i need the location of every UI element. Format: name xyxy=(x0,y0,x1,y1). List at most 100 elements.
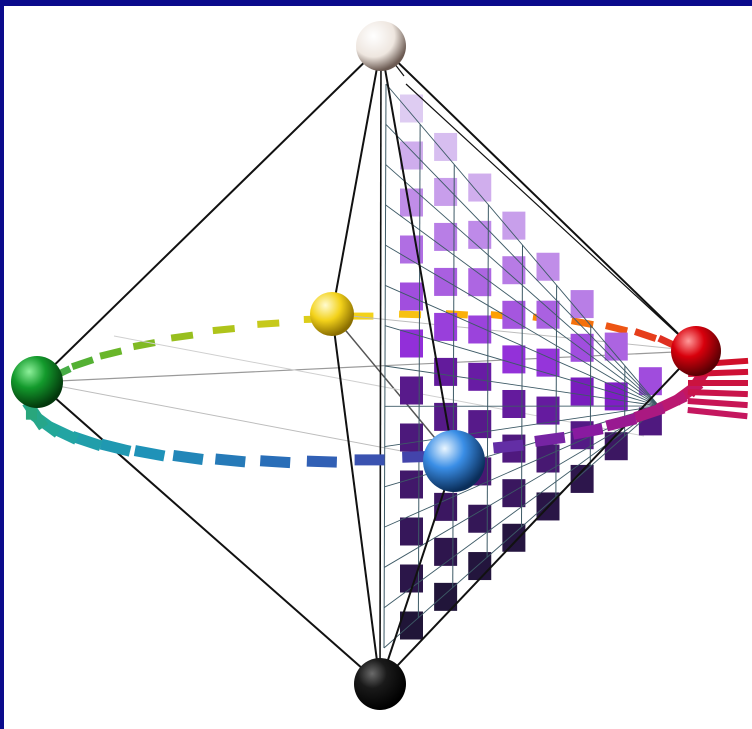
edge-grid-red xyxy=(405,83,697,352)
hue-chip xyxy=(70,431,103,452)
grid-line-radial xyxy=(385,325,660,407)
yellow-red-line xyxy=(331,313,697,352)
hue-chip xyxy=(492,439,524,454)
hue-chip xyxy=(351,312,374,320)
edge-white-green xyxy=(36,45,382,383)
cross-section-chip xyxy=(502,211,526,240)
yellow-sphere xyxy=(310,292,354,336)
cross-section-chip xyxy=(400,94,423,123)
grid-line-radial xyxy=(385,83,660,407)
grid-line-radial xyxy=(385,204,660,407)
cross-section-chip xyxy=(400,141,423,170)
cross-section-chip xyxy=(400,329,423,358)
edge-white-black xyxy=(379,45,382,685)
cross-section-chip xyxy=(468,410,492,439)
cross-section-chip xyxy=(434,312,458,341)
grid-line-radial xyxy=(385,285,660,407)
cross-section-chip xyxy=(468,220,492,249)
edge-white-red xyxy=(380,45,697,352)
hue-chip xyxy=(570,317,594,329)
cross-section-chip xyxy=(502,523,526,552)
hue-chip xyxy=(633,328,658,342)
hue-chip xyxy=(133,445,166,462)
grid-line-radial xyxy=(384,365,660,407)
cross-section-chip xyxy=(536,396,560,425)
hue-chip xyxy=(354,454,385,466)
cross-section-chip xyxy=(502,256,526,285)
cross-section-chip xyxy=(570,377,594,406)
cross-section-chip xyxy=(434,132,458,161)
grid-line-radial xyxy=(385,164,660,407)
cross-section-chip xyxy=(638,367,662,396)
hue-chip xyxy=(572,423,604,440)
green-sphere xyxy=(11,356,63,408)
edge-black-green xyxy=(36,381,381,685)
hue-chip xyxy=(655,391,688,414)
ring-chord xyxy=(113,335,645,437)
hue-chip xyxy=(71,356,95,371)
edge-black-red xyxy=(379,350,697,685)
grid-line-radial xyxy=(385,123,660,407)
hue-chip xyxy=(257,319,280,328)
violet-cross-section xyxy=(383,83,662,649)
hue-chip xyxy=(687,389,748,398)
cross-section-chip xyxy=(468,504,492,533)
cross-section-chip xyxy=(468,362,492,391)
cross-section-chip xyxy=(570,290,594,319)
hue-chip xyxy=(687,398,748,409)
hue-chip xyxy=(534,431,566,447)
edge-white-blue xyxy=(380,45,455,462)
grid-line-radial xyxy=(383,405,660,649)
cross-section-chip xyxy=(400,517,423,546)
hue-chip xyxy=(259,455,291,469)
red-sphere xyxy=(671,326,721,376)
color-solid-diagram xyxy=(11,21,749,710)
grid-line-radial xyxy=(385,244,660,407)
grid-line-radial xyxy=(384,405,660,568)
cross-section-chip xyxy=(434,222,458,251)
edge-black-yellow xyxy=(331,313,381,685)
grid-line-radial xyxy=(384,405,660,448)
hue-chip xyxy=(214,453,246,468)
hue-chip xyxy=(605,413,638,432)
edge-black-blue xyxy=(379,460,455,685)
cross-section-chip xyxy=(434,177,458,206)
edge-white-yellow xyxy=(331,45,382,315)
hue-ring-back xyxy=(25,310,706,406)
hue-chip xyxy=(212,324,236,335)
blue-sphere xyxy=(423,430,485,492)
cross-section-chip xyxy=(434,267,458,296)
hue-chip xyxy=(687,406,748,420)
hue-chip xyxy=(398,310,422,319)
cross-section-chip xyxy=(536,348,560,377)
cross-section-chip xyxy=(502,345,526,374)
cross-section-chip xyxy=(468,315,492,344)
hue-chip xyxy=(172,449,204,465)
white-pole-sphere xyxy=(356,21,406,71)
cross-section-chip xyxy=(468,173,492,202)
cross-section-chip xyxy=(400,188,423,217)
cross-section-chip xyxy=(604,432,628,461)
cross-section-chip xyxy=(502,479,526,508)
cross-section-chip xyxy=(434,492,458,521)
hue-chip xyxy=(99,347,123,360)
cross-section-chip xyxy=(400,423,423,452)
pyramid-edges xyxy=(36,45,697,685)
hue-chip xyxy=(170,331,194,342)
cross-section-chip xyxy=(400,376,423,405)
hue-chip xyxy=(688,380,748,386)
hue-ring-front xyxy=(22,357,749,469)
cross-section-chip xyxy=(536,252,560,281)
cross-section-chip xyxy=(502,389,526,418)
hue-chip xyxy=(306,455,338,468)
hue-chip xyxy=(604,322,629,335)
cross-section-chip xyxy=(434,537,458,566)
yellow-blue-line xyxy=(331,313,455,462)
hue-chip xyxy=(99,438,132,457)
black-pole-sphere xyxy=(354,658,406,710)
cross-section-chip xyxy=(400,470,423,499)
hue-chip xyxy=(633,402,666,423)
hue-chip xyxy=(132,339,156,351)
cross-section-chip xyxy=(536,300,560,329)
